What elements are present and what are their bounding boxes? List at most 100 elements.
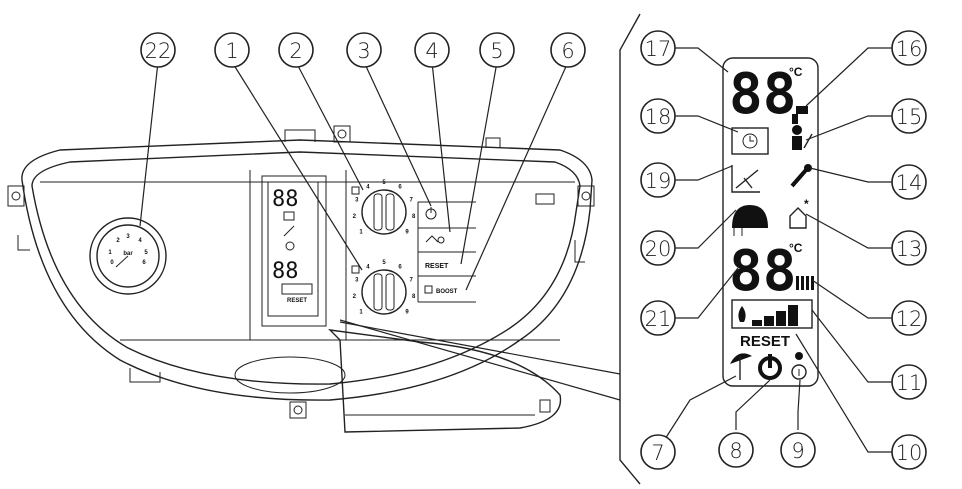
knob-bottom-tick-2: 2	[353, 294, 357, 300]
knob-bottom-tick-1: 1	[359, 309, 363, 315]
knob-bottom-tick-4: 4	[366, 265, 370, 271]
svg-text:13: 13	[896, 237, 923, 261]
knob-top-tick-4: 4	[366, 185, 370, 191]
svg-text:10: 10	[896, 441, 923, 465]
svg-text:11: 11	[896, 371, 923, 395]
svg-text:19: 19	[645, 169, 672, 193]
callout-8: 8	[718, 432, 754, 468]
knob-top-tick-9: 9	[405, 229, 409, 235]
svg-text:7: 7	[651, 441, 664, 465]
svg-text:17: 17	[645, 37, 672, 61]
svg-text:18: 18	[645, 105, 672, 129]
knob-bottom-tick-5: 5	[382, 260, 386, 266]
flame-burner-icon	[732, 205, 768, 236]
knob-top-tick-7: 7	[410, 197, 414, 203]
chimney-sweep-icon	[792, 125, 813, 150]
callout-21: 21	[640, 300, 676, 336]
boiler-housing	[7, 125, 595, 433]
callouts: 22 1 2 3 4 5 6 17 18 19 20 21 16 15 14 1…	[140, 30, 927, 470]
radiator-icon	[796, 276, 814, 290]
lcd-detail: 88 °C	[619, 13, 819, 485]
knob-top-tick-3: 3	[355, 197, 359, 203]
svg-text:*: *	[804, 197, 809, 211]
pressure-gauge: bar 1 2 3 4 5 6 0	[89, 217, 167, 295]
gauge-tick-5: 5	[144, 250, 148, 256]
power-button[interactable]	[425, 207, 437, 220]
reset-button[interactable]: RESET	[425, 263, 449, 270]
callout-1: 1	[214, 32, 250, 68]
knob-bottom-tick-6: 6	[398, 265, 402, 271]
knob-bottom-tick-7: 7	[410, 277, 414, 283]
boost-button[interactable]: BOOST	[436, 289, 458, 295]
summer-mode-icon	[730, 353, 752, 380]
callout-13: 13	[891, 230, 927, 266]
timer-icon	[731, 127, 769, 155]
callout-7: 7	[640, 434, 676, 470]
gauge-tick-2: 2	[116, 238, 120, 244]
callout-6: 6	[550, 32, 586, 68]
lcd-top-digits: 88	[729, 62, 796, 127]
svg-text:16: 16	[896, 37, 923, 61]
gauge-unit-label: bar	[123, 251, 133, 257]
callout-10: 10	[891, 434, 927, 470]
svg-text:21: 21	[645, 307, 672, 331]
small-reset-label: RESET	[287, 298, 307, 304]
svg-text:20: 20	[645, 237, 672, 261]
callout-14: 14	[891, 164, 927, 200]
callout-16: 16	[891, 30, 927, 66]
knob-bottom-tick-9: 9	[405, 309, 409, 315]
knob-bottom-tick-8: 8	[412, 294, 416, 300]
knob-top-tick-1: 1	[359, 229, 363, 235]
top-knob[interactable]	[351, 186, 407, 235]
knob-top-tick-2: 2	[353, 214, 357, 220]
lcd-top-unit: °C	[789, 65, 803, 79]
small-bottom-digits: 88	[272, 259, 299, 284]
flame-level-bar	[731, 299, 813, 329]
knob-top-tick-5: 5	[382, 180, 386, 186]
svg-text:6: 6	[561, 39, 574, 63]
callout-20: 20	[640, 230, 676, 266]
svg-text:14: 14	[896, 171, 923, 195]
svg-text:12: 12	[896, 307, 923, 331]
callout-18: 18	[640, 98, 676, 134]
gauge-tick-4: 4	[138, 238, 142, 244]
bottom-knob[interactable]	[351, 265, 407, 315]
callout-9: 9	[780, 432, 816, 468]
svg-text:15: 15	[896, 105, 923, 129]
tap-icon	[792, 106, 808, 124]
comfort-button[interactable]	[425, 235, 445, 244]
callout-15: 15	[891, 98, 927, 134]
callout-4: 4	[414, 32, 450, 68]
lcd-bottom-digits: 88	[729, 239, 796, 304]
gauge-tick-1: 1	[108, 250, 112, 256]
weather-compensation-icon	[731, 165, 760, 193]
gauge-tick-6: 6	[142, 260, 146, 266]
gauge-tick-0: 0	[110, 260, 114, 266]
svg-text:9: 9	[791, 439, 804, 463]
gauge-tick-3: 3	[126, 234, 130, 240]
wrench-icon	[790, 164, 812, 188]
svg-text:3: 3	[357, 39, 370, 63]
callout-2: 2	[278, 32, 314, 68]
callout-3: 3	[346, 32, 382, 68]
leader-lines	[139, 47, 892, 453]
svg-text:2: 2	[289, 39, 302, 63]
comfort-info-icon	[791, 352, 807, 380]
knob-bottom-tick-3: 3	[355, 277, 359, 283]
callout-17: 17	[640, 30, 676, 66]
svg-text:5: 5	[490, 39, 503, 63]
knob-top-tick-6: 6	[398, 185, 402, 191]
svg-text:4: 4	[425, 39, 438, 63]
frost-protection-icon: *	[789, 197, 809, 229]
callout-19: 19	[640, 162, 676, 198]
svg-text:22: 22	[145, 39, 172, 63]
callout-12: 12	[891, 300, 927, 336]
callout-11: 11	[891, 364, 927, 400]
svg-text:1: 1	[225, 39, 238, 63]
svg-text:8: 8	[729, 439, 742, 463]
panel-lcd: 88 88 RESET	[261, 175, 327, 327]
callout-22: 22	[140, 32, 176, 68]
callout-5: 5	[479, 32, 515, 68]
lcd-bottom-unit: °C	[789, 241, 803, 255]
